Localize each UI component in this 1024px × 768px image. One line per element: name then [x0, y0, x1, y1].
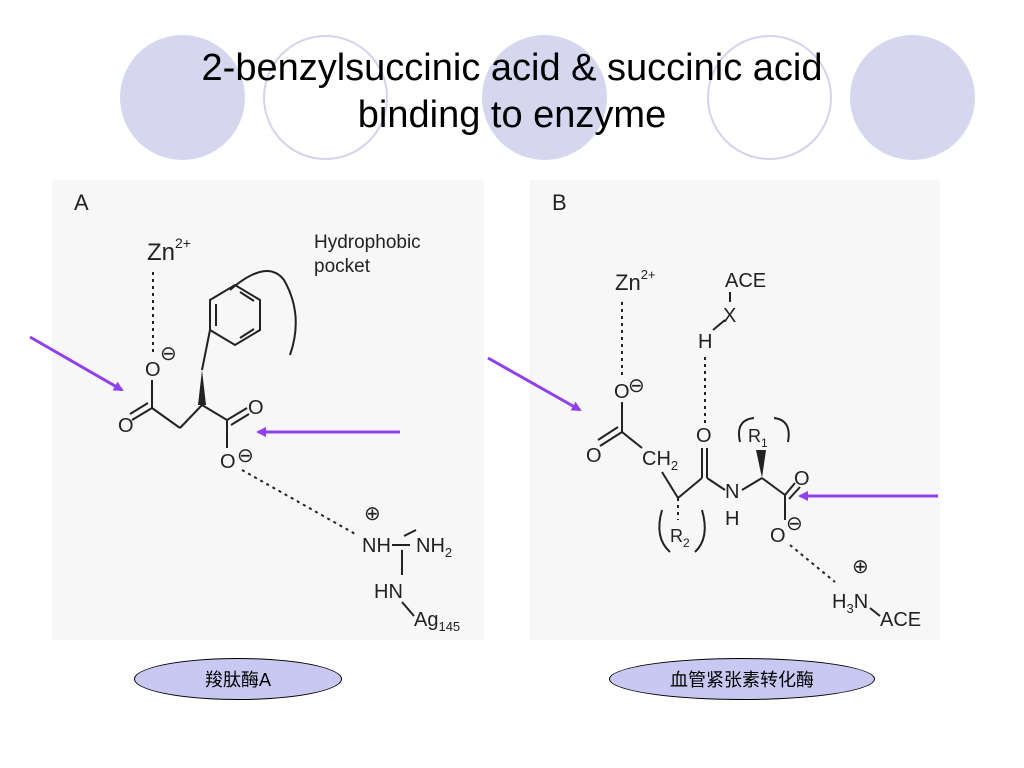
arrow-a-left: [29, 335, 124, 392]
panel-a-o-bottom: O: [220, 451, 236, 473]
panel-a-o-right: O: [248, 397, 264, 419]
panel-b-o-top: O: [614, 381, 630, 403]
panel-b-structure: B Zn2+ O ⊖ O CH2 R2 O H X ACE N H R1 O O…: [552, 190, 921, 631]
panel-a-salt-bridge: [241, 469, 358, 536]
panel-a-nh2: NH2: [416, 535, 452, 560]
panel-b-left-co-double2: [597, 426, 619, 441]
panel-a-label: A: [74, 190, 89, 215]
panel-b-ace-top: ACE: [725, 270, 766, 292]
panel-a-hn: HN: [374, 581, 403, 603]
panel-b-o-mid: O: [696, 425, 712, 447]
panel-a-nh: NH: [362, 535, 391, 557]
panel-a-background: [52, 180, 484, 640]
panel-b-r1: R1: [748, 426, 768, 450]
caption-panel-b: 血管紧张素转化酶: [609, 658, 875, 700]
panel-a-zn: Zn2+: [147, 235, 191, 266]
panel-a-o-top: O: [145, 359, 161, 381]
panel-b-bond-1: [661, 471, 679, 499]
panel-b-ace-bond: [869, 607, 881, 617]
title-line-2: binding to enzyme: [357, 94, 667, 136]
panel-b-h3n: H3N: [832, 591, 868, 616]
panel-a-ch2-bond: [201, 329, 211, 371]
panel-b-bond-5: [761, 477, 786, 496]
panel-b-hx-bond: [712, 319, 726, 331]
panel-a-o-minus-1: ⊖: [160, 343, 177, 365]
slide-title: 2-benzylsuccinic acid & succinic acid bi…: [0, 45, 1024, 139]
panel-b-left-co-double: [599, 431, 623, 447]
panel-b-ace-bottom: ACE: [880, 609, 921, 631]
title-line-1: 2-benzylsuccinic acid & succinic acid: [201, 47, 823, 89]
panel-a-o-left: O: [118, 415, 134, 437]
decor-circle-2: [263, 35, 388, 160]
panel-b-o-minus-1: ⊖: [628, 375, 645, 397]
panel-b-r2-arc: [658, 509, 706, 553]
panel-b-o-left: O: [586, 445, 602, 467]
panel-b-o-bottom: O: [770, 525, 786, 547]
panel-a-bond-2: [151, 407, 181, 429]
panel-a-right-co-double: [226, 407, 248, 421]
panel-b-right-co-double: [784, 482, 796, 496]
panel-b-bond-4: [741, 477, 763, 491]
decor-circle-3: [482, 35, 607, 160]
panel-a-o-minus-2: ⊖: [237, 445, 254, 467]
panel-b-r1-arc: [738, 417, 790, 443]
panel-a-pocket-line1: Hydrophobic: [314, 232, 421, 253]
panel-b-ch2: CH2: [642, 448, 678, 473]
panel-a-guan-bond-3: [403, 529, 417, 537]
panel-a-bond-1: [179, 404, 203, 429]
panel-a-right-co-double2: [230, 413, 250, 426]
panel-b-salt-bridge: [789, 544, 836, 583]
decor-circle-5: [850, 35, 975, 160]
panel-a-structure: A Zn2+ Hydrophobic pocket O ⊖ O O O ⊖ ⊕ …: [74, 190, 460, 634]
panel-b-right-co-double2: [788, 486, 801, 500]
decor-circle-4: [707, 35, 832, 160]
panel-a-benzene-db3: [239, 328, 255, 339]
panel-b-ch2-bond: [621, 431, 643, 449]
panel-b-n: N: [725, 481, 739, 503]
panel-b-zn: Zn2+: [615, 267, 656, 295]
panel-b-o-minus-2: ⊖: [786, 513, 803, 535]
arrow-b-left: [487, 356, 582, 412]
panel-b-r1-wedge: [756, 450, 766, 478]
panel-b-bond-3: [706, 477, 726, 491]
panel-b-plus: ⊕: [852, 556, 869, 578]
panel-b-r2: R2: [670, 526, 690, 550]
panel-b-nh-h: H: [725, 508, 739, 530]
caption-panel-a: 羧肽酶A: [134, 658, 342, 700]
panel-b-o-right: O: [794, 468, 810, 490]
panel-a-bond-3: [201, 404, 228, 421]
panel-a-benzene-db2: [239, 291, 255, 302]
panel-a-pocket-line2: pocket: [314, 256, 371, 277]
panel-b-x: X: [723, 305, 736, 327]
panel-b-h: H: [698, 331, 712, 353]
panel-a-arg: Ag145: [414, 609, 460, 634]
panel-b-bond-2: [677, 477, 703, 499]
panel-b-label: B: [552, 190, 567, 215]
decor-circle-1: [120, 35, 245, 160]
panel-a-left-co-double: [131, 407, 153, 421]
panel-a-arg-bond: [401, 601, 415, 617]
panel-a-wedge: [198, 370, 206, 405]
panel-a-pocket-arc: [229, 270, 297, 356]
panel-a-left-co-double2: [129, 402, 149, 415]
panel-a-plus: ⊕: [364, 503, 381, 525]
panel-b-background: [530, 180, 940, 640]
